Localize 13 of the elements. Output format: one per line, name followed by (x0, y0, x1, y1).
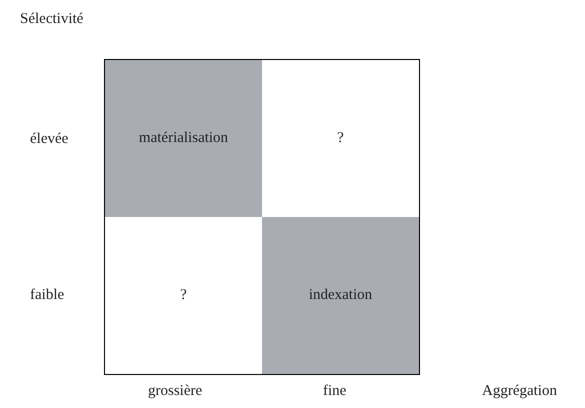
matrix-frame (104, 59, 420, 375)
cell-label: ? (337, 129, 344, 148)
axis-label: fine (323, 382, 346, 401)
axis-label: grossière (148, 382, 202, 401)
shaded-cell (105, 60, 262, 217)
shaded-cell (262, 217, 419, 374)
cell-label: ? (180, 286, 187, 306)
axis-label: Sélectivité (20, 10, 84, 29)
axis-label: Aggrégation (482, 382, 557, 401)
axis-label: faible (30, 286, 64, 305)
cell-label: matérialisation (138, 129, 228, 148)
axis-label: élevée (30, 130, 68, 149)
cell-label: indexation (308, 286, 372, 306)
